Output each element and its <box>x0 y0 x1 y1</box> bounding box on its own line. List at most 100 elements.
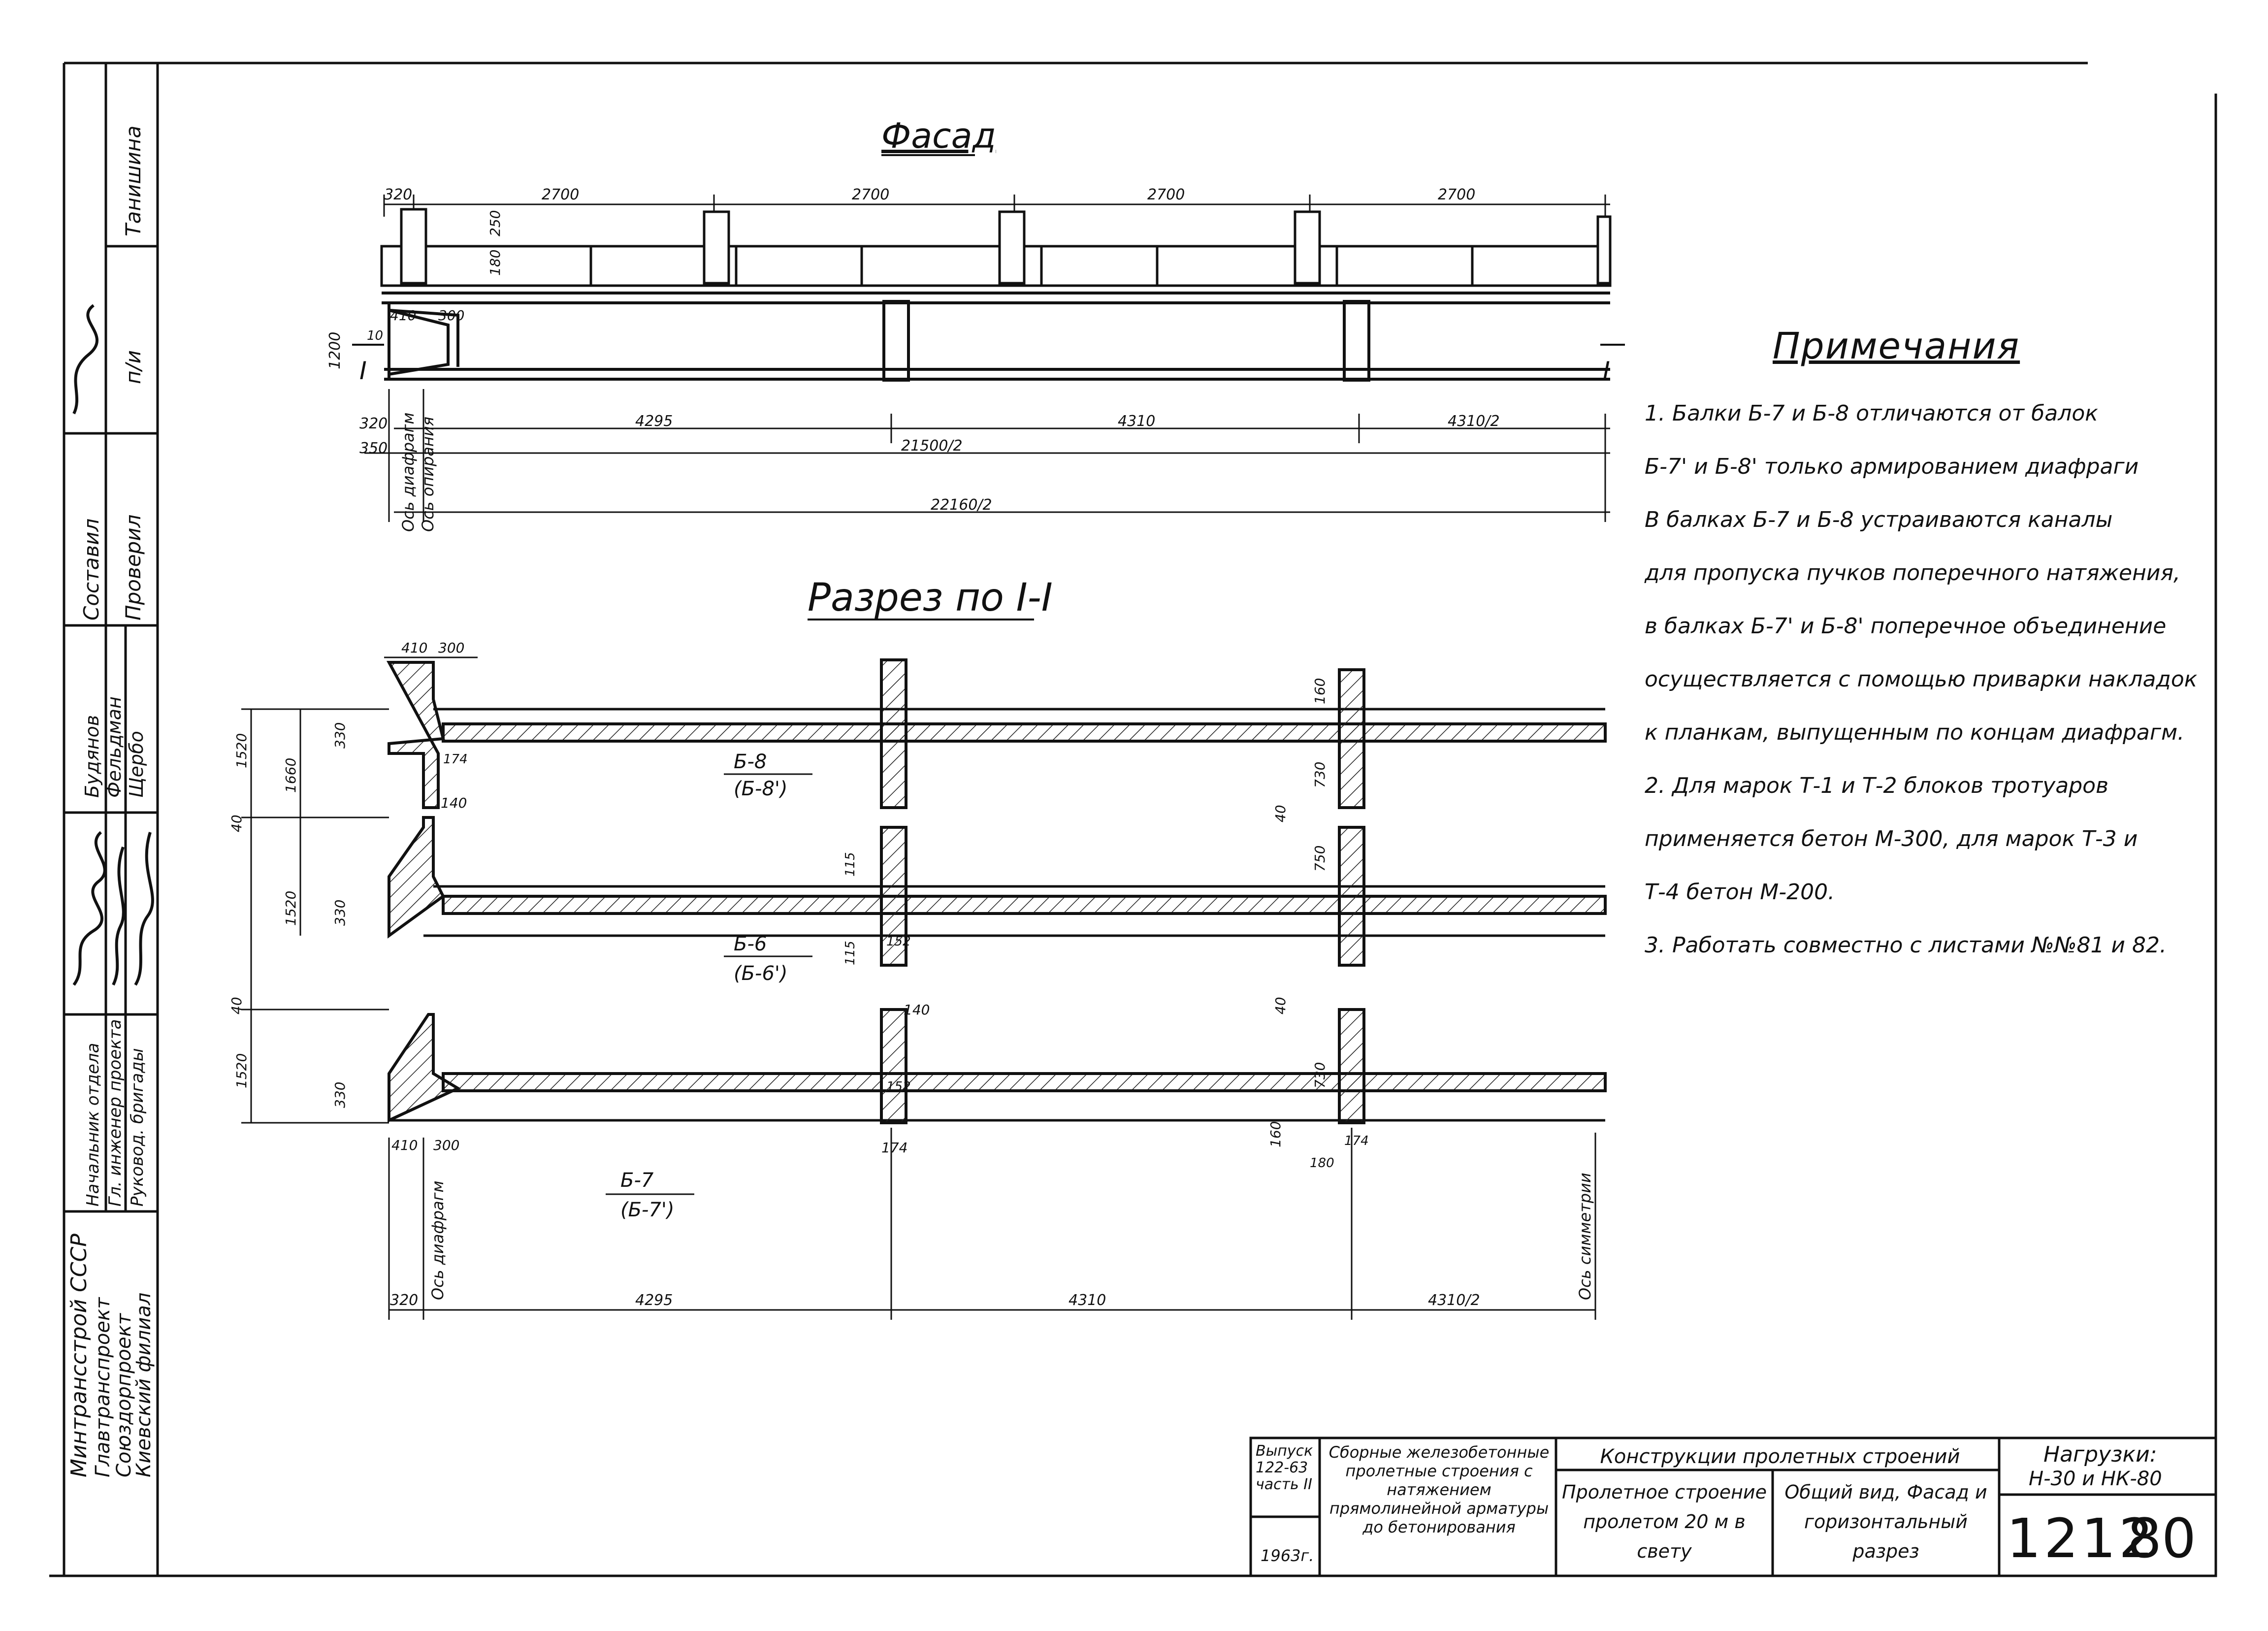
beam-mid-end <box>388 816 445 939</box>
facade-dim-top-3: 2700 <box>852 186 889 203</box>
section-left-dim-6: 1520 <box>283 891 299 926</box>
note-line: В балках Б-7 и Б-8 устраиваются каналы <box>1645 507 2113 532</box>
facade-dim-top-2: 2700 <box>542 186 579 203</box>
beam-label-b6-alt: (Б-6') <box>734 962 788 985</box>
section-left-dim-9: 330 <box>332 1082 348 1108</box>
tb-sheet-code: 1212 <box>2007 1507 2156 1570</box>
tb-series: Выпуск 122-63 часть II <box>1256 1442 1313 1493</box>
beam-label-b8-alt: (Б-8') <box>734 778 788 800</box>
facade-height-dim: 1200 <box>326 332 344 369</box>
note-line: 2. Для марок Т-1 и Т-2 блоков тротуаров <box>1645 773 2109 798</box>
section-left-dim-8: 1520 <box>233 1053 250 1088</box>
section-dim-bottom-2: 4295 <box>635 1292 673 1309</box>
section-left-dim-2: 330 <box>332 722 348 749</box>
facade-section-mark-right: I <box>1603 357 1610 385</box>
section-inner-dim-140b: 140 <box>904 1002 930 1018</box>
facade-view: Фасад 320 2700 2700 2700 2700 <box>326 116 1625 532</box>
section-inner-dim-180: 180 <box>1310 1156 1334 1171</box>
beam-rows <box>386 658 1607 1124</box>
beam-bot-end <box>388 1013 461 1123</box>
section-left-dim-5: 330 <box>332 900 348 926</box>
section-inner-dim-152a: 152 <box>886 934 911 949</box>
section-inner-dim-750: 750 <box>1312 846 1328 872</box>
title-block-frame <box>1249 1436 2217 1577</box>
section-inner-dim-174a: 174 <box>443 752 468 767</box>
note-line: для пропуска пучков поперечного натяжени… <box>1645 560 2180 586</box>
beam-top-web <box>442 722 1607 743</box>
section-left-dim-1: 1520 <box>233 733 250 768</box>
sheet-frame <box>49 62 2217 1577</box>
notes-title: Примечания <box>1773 325 2020 367</box>
header-tracer: Танишина <box>121 126 145 236</box>
facade-section-mark-left: I <box>359 357 367 385</box>
facade-dim-bottom-4: 4310/2 <box>1448 413 1500 430</box>
tb-section-title: Конструкции пролетных строений <box>1600 1445 1960 1468</box>
note-line: к планкам, выпущенным по концам диафрагм… <box>1645 720 2185 745</box>
facade-dim-top-1: 320 <box>384 186 412 203</box>
tb-loads-label: Нагрузки: <box>2043 1442 2157 1467</box>
section-mark-174a: 174 <box>881 1140 907 1156</box>
beam-label-b7-alt: (Б-7') <box>620 1199 675 1221</box>
facade-height-dim-small: 10 <box>367 328 383 343</box>
note-line: в балках Б-7' и Б-8' поперечное объедине… <box>1645 614 2167 639</box>
section-view: Разрез по I-I 410 300 <box>228 576 1607 1320</box>
facade-dim-top-4: 2700 <box>1147 186 1185 203</box>
note-line: 3. Работать совместно с листами №№81 и 8… <box>1645 933 2167 958</box>
facade-axis-1: Ось диафрагм <box>399 412 418 532</box>
facade-dim-bottom-2: 4295 <box>635 413 673 430</box>
beam-label-b7: Б-7 <box>620 1169 654 1192</box>
section-dim-bottom-3: 4310 <box>1069 1292 1106 1309</box>
section-left-dim-3: 1660 <box>283 758 299 793</box>
tb-sheet-title: Общий вид, Фасад и горизонтальный разрез <box>1784 1481 1987 1562</box>
header-checked: Проверил <box>121 515 145 620</box>
section-axis-1: Ось диафрагм <box>428 1180 447 1300</box>
tb-series-desc: Сборные железобетонные пролетные строени… <box>1328 1443 1550 1536</box>
facade-dim-span-1: 21500/2 <box>901 437 963 455</box>
header-compiled: Составил <box>79 519 103 620</box>
section-mark-410: 410 <box>391 1137 418 1153</box>
section-inner-dim-160a: 160 <box>1312 678 1328 704</box>
beam-mid-web <box>442 895 1607 915</box>
section-inner-dim-40a: 40 <box>1272 805 1289 822</box>
section-dim-bottom-4: 4310/2 <box>1428 1292 1480 1309</box>
section-mark-174b: 174 <box>1344 1134 1369 1148</box>
name-3: Щербо <box>126 731 147 798</box>
beam-top-end <box>386 661 445 809</box>
beam-bot-web <box>442 1072 1607 1092</box>
tb-sheet-no: 80 <box>2127 1507 2196 1570</box>
left-strip: Минтрансстрой СССР Главтранспроект Союзд… <box>66 126 155 1477</box>
facade-dim-bottom-3: 4310 <box>1118 413 1155 430</box>
tb-object: Пролетное строение пролетом 20 м в свету <box>1562 1481 1767 1562</box>
facade-dim-bottom-1: 320 <box>359 415 388 432</box>
section-mark-300: 300 <box>433 1137 459 1153</box>
section-top-dim-2: 300 <box>438 640 464 656</box>
facade-end-dim-2: 300 <box>438 307 464 324</box>
section-left-dim-4: 40 <box>228 815 245 832</box>
section-inner-dim-160b: 160 <box>1267 1121 1284 1147</box>
org-line-4: Киевский филиал <box>132 1293 155 1477</box>
facade-axis-2: Ось опирания <box>419 417 437 532</box>
facade-dim-small-1: 250 <box>487 210 503 236</box>
section-inner-dim-730b: 730 <box>1312 1062 1328 1088</box>
beam-label-b6: Б-6 <box>734 933 767 955</box>
section-axis-2: Ось симметрии <box>1576 1173 1594 1300</box>
org-line-2: Главтранспроект <box>92 1297 114 1477</box>
role-head-dept: Начальник отдела <box>83 1043 103 1207</box>
beam-label-b8: Б-8 <box>734 750 767 773</box>
section-inner-dim-140a: 140 <box>441 795 467 811</box>
section-inner-dim-115b: 115 <box>843 941 858 965</box>
section-top-dim-1: 410 <box>401 640 427 656</box>
org-line-1: Минтрансстрой СССР <box>66 1234 92 1477</box>
name-1: Будянов <box>81 715 103 798</box>
facade-dim-span-0: 350 <box>359 440 388 457</box>
facade-dim-top-5: 2700 <box>1438 186 1475 203</box>
note-line: Б-7' и Б-8' только армированием диафраги <box>1645 454 2139 479</box>
section-left-dim-7: 40 <box>228 997 245 1014</box>
note-line: Т-4 бетон М-200. <box>1645 880 1835 905</box>
facade-dim-small-2: 180 <box>487 250 503 276</box>
role-chief-eng: Гл. инженер проекта <box>105 1019 125 1207</box>
org-line-3: Союздорпроект <box>113 1312 135 1477</box>
facade-title: Фасад <box>881 116 996 156</box>
